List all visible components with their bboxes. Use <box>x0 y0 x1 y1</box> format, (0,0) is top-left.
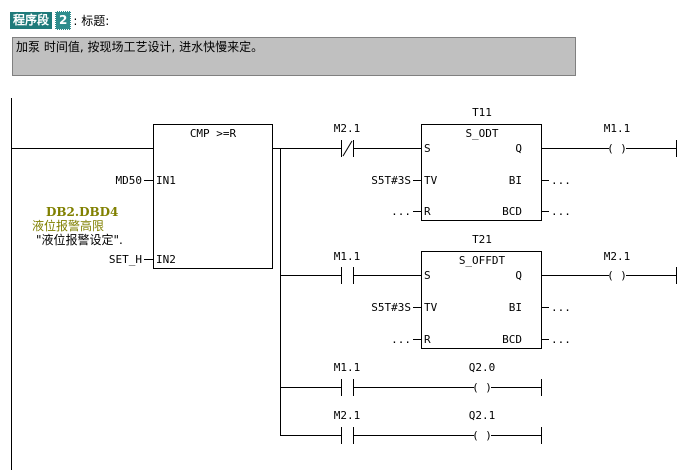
coil-address[interactable]: Q2.0 <box>469 361 496 374</box>
tv-operand[interactable]: S5T#3S <box>371 301 411 314</box>
contact-address[interactable]: M2.1 <box>334 409 361 422</box>
pin-bi-label: BI <box>509 301 522 314</box>
in2-absolute-address: DB2.DBD4 <box>46 205 119 219</box>
timer-name[interactable]: T21 <box>472 233 492 246</box>
in2-operand-info[interactable]: DB2.DBD4 液位报警高限 "液位报警设定". <box>28 205 138 247</box>
network-comment[interactable]: 加泵 时间值, 按现场工艺设计, 进水快慢来定。 <box>12 37 576 76</box>
timer-type: S_OFFDT <box>459 254 506 267</box>
network-header[interactable]: 程序段 2 : 标题: <box>10 10 110 30</box>
in2-pin-label: IN2 <box>156 253 176 266</box>
contact-address[interactable]: M1.1 <box>334 361 361 374</box>
coil-symbol[interactable]: ( ) <box>472 381 492 394</box>
network-title[interactable]: : 标题: <box>73 13 110 28</box>
bcd-operand[interactable]: ... <box>551 333 571 346</box>
pin-bcd-label: BCD <box>502 333 522 346</box>
r-operand[interactable]: ... <box>391 333 411 346</box>
coil-symbol[interactable]: ( ) <box>607 269 627 282</box>
coil-symbol[interactable]: ( ) <box>472 429 492 442</box>
pin-q-label: Q <box>515 142 522 155</box>
contact-address[interactable]: M2.1 <box>334 122 361 135</box>
contact-slash <box>342 140 353 157</box>
timer-t21-box[interactable] <box>421 251 542 349</box>
in2-symbol-name: 液位报警高限 <box>32 219 105 233</box>
network-number[interactable]: 2 <box>55 10 72 30</box>
timer-type: S_ODT <box>465 127 498 140</box>
contact-address[interactable]: M1.1 <box>334 250 361 263</box>
pin-s-label: S <box>424 269 431 282</box>
cmp-block-box[interactable] <box>153 124 273 269</box>
in1-operand[interactable]: MD50 <box>116 174 143 187</box>
bi-operand[interactable]: ... <box>551 174 571 187</box>
timer-t11-box[interactable] <box>421 124 542 221</box>
pin-r-label: R <box>424 333 431 346</box>
coil-address[interactable]: Q2.1 <box>469 409 496 422</box>
timer-name[interactable]: T11 <box>472 106 492 119</box>
pin-s-label: S <box>424 142 431 155</box>
r-operand[interactable]: ... <box>391 205 411 218</box>
pin-q-label: Q <box>515 269 522 282</box>
in1-pin-label: IN1 <box>156 174 176 187</box>
pin-tv-label: TV <box>424 301 438 314</box>
pin-r-label: R <box>424 205 431 218</box>
coil-address[interactable]: M2.1 <box>604 250 631 263</box>
in2-symbol-comment: "液位报警设定". <box>36 233 123 247</box>
network-label[interactable]: 程序段 <box>10 11 53 29</box>
tv-operand[interactable]: S5T#3S <box>371 174 411 187</box>
coil-symbol[interactable]: ( ) <box>607 142 627 155</box>
bi-operand[interactable]: ... <box>551 301 571 314</box>
cmp-block-name: CMP >=R <box>190 127 237 140</box>
coil-address[interactable]: M1.1 <box>604 122 631 135</box>
pin-tv-label: TV <box>424 174 438 187</box>
bcd-operand[interactable]: ... <box>551 205 571 218</box>
pin-bi-label: BI <box>509 174 522 187</box>
pin-bcd-label: BCD <box>502 205 522 218</box>
in2-operand[interactable]: SET_H <box>109 253 142 266</box>
